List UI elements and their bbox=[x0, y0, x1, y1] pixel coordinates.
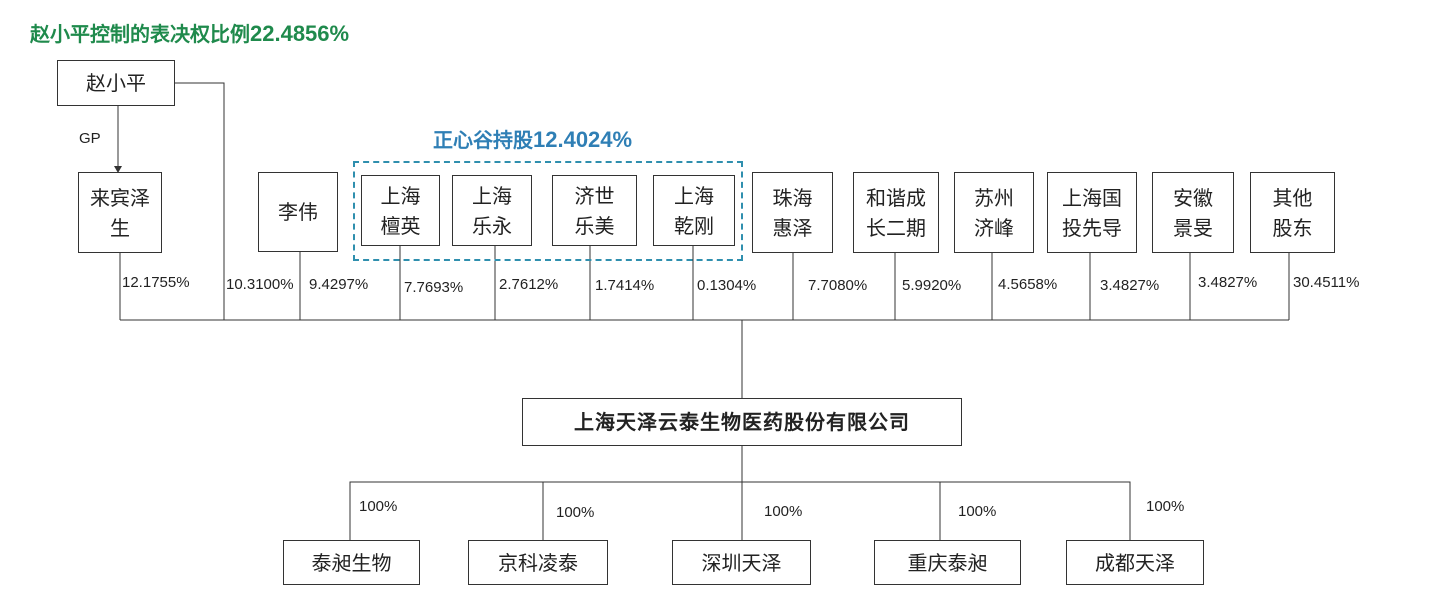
shareholder-name: 苏州 济峰 bbox=[974, 185, 1014, 240]
shareholder-name: 和谐成 长二期 bbox=[866, 185, 926, 240]
shareholder-pct: 9.4297% bbox=[309, 276, 369, 293]
subsidiary-box: 重庆泰昶 bbox=[874, 540, 1021, 585]
shareholder-pct: 2.7612% bbox=[499, 276, 559, 293]
control-ratio-label: 赵小平控制的表决权比例 bbox=[30, 22, 250, 46]
zhengxingu-group-title: 正心谷持股12.4024% bbox=[433, 124, 632, 153]
shareholder-name: 上海 乾刚 bbox=[674, 183, 714, 238]
zhengxingu-label: 正心谷持股 bbox=[433, 128, 533, 152]
shareholder-box: 上海 乾刚 bbox=[653, 175, 735, 246]
shareholder-name: 济世 乐美 bbox=[574, 183, 615, 238]
subsidiary-box: 成都天泽 bbox=[1066, 540, 1204, 585]
shareholder-pct: 7.7080% bbox=[808, 277, 868, 294]
shareholder-box: 来宾泽 生 bbox=[78, 172, 162, 253]
shareholder-pct: 10.3100% bbox=[226, 276, 294, 293]
shareholder-box: 济世 乐美 bbox=[552, 175, 637, 246]
company-box: 上海天泽云泰生物医药股份有限公司 bbox=[522, 398, 962, 446]
shareholder-name: 来宾泽 生 bbox=[90, 185, 150, 240]
subsidiary-name: 京科凌泰 bbox=[498, 550, 578, 575]
control-ratio-value: 22.4856% bbox=[250, 21, 350, 46]
shareholder-name: 上海 檀英 bbox=[380, 183, 421, 238]
shareholder-name: 李伟 bbox=[278, 200, 318, 224]
shareholder-box: 李伟 bbox=[258, 172, 338, 252]
subsidiary-box: 深圳天泽 bbox=[672, 540, 811, 585]
shareholder-name: 上海国 投先导 bbox=[1062, 185, 1122, 240]
subsidiary-pct: 100% bbox=[958, 503, 997, 520]
shareholder-pct: 30.4511% bbox=[1293, 274, 1360, 291]
zhao-xiaoping-name: 赵小平 bbox=[86, 71, 146, 95]
zhengxingu-group-border bbox=[353, 161, 743, 261]
control-ratio-title: 赵小平控制的表决权比例22.4856% bbox=[30, 18, 349, 47]
subsidiary-name: 成都天泽 bbox=[1095, 550, 1175, 575]
shareholder-pct: 4.5658% bbox=[998, 276, 1058, 293]
subsidiary-box: 京科凌泰 bbox=[468, 540, 608, 585]
shareholder-pct: 0.1304% bbox=[697, 277, 757, 294]
gp-label: GP bbox=[79, 130, 101, 147]
company-name: 上海天泽云泰生物医药股份有限公司 bbox=[574, 410, 910, 434]
shareholder-box: 苏州 济峰 bbox=[954, 172, 1034, 253]
subsidiary-pct: 100% bbox=[764, 503, 803, 520]
shareholder-box: 其他 股东 bbox=[1250, 172, 1335, 253]
shareholder-name: 珠海 惠泽 bbox=[772, 185, 813, 240]
shareholder-name: 上海 乐永 bbox=[472, 183, 512, 238]
shareholder-pct: 3.4827% bbox=[1198, 274, 1258, 291]
shareholder-pct: 3.4827% bbox=[1100, 277, 1160, 294]
shareholder-name: 安徽 景旻 bbox=[1173, 185, 1213, 240]
zhao-xiaoping-box: 赵小平 bbox=[57, 60, 175, 106]
subsidiary-pct: 100% bbox=[359, 498, 398, 515]
shareholder-pct: 5.9920% bbox=[902, 277, 962, 294]
shareholder-pct: 1.7414% bbox=[595, 277, 655, 294]
shareholder-name: 其他 股东 bbox=[1272, 185, 1313, 240]
shareholder-box: 上海国 投先导 bbox=[1047, 172, 1137, 253]
shareholder-box: 上海 乐永 bbox=[452, 175, 532, 246]
shareholder-box: 上海 檀英 bbox=[361, 175, 440, 246]
subsidiary-box: 泰昶生物 bbox=[283, 540, 420, 585]
subsidiary-pct: 100% bbox=[1146, 498, 1185, 515]
subsidiary-name: 重庆泰昶 bbox=[907, 550, 988, 575]
subsidiary-name: 深圳天泽 bbox=[701, 550, 782, 575]
shareholder-pct: 12.1755% bbox=[122, 274, 190, 291]
shareholder-box: 珠海 惠泽 bbox=[752, 172, 833, 253]
subsidiary-pct: 100% bbox=[556, 504, 595, 521]
subsidiary-name: 泰昶生物 bbox=[311, 550, 392, 575]
shareholder-box: 和谐成 长二期 bbox=[853, 172, 939, 253]
shareholder-box: 安徽 景旻 bbox=[1152, 172, 1234, 253]
zhengxingu-value: 12.4024% bbox=[533, 127, 633, 152]
shareholder-pct: 7.7693% bbox=[404, 279, 464, 296]
